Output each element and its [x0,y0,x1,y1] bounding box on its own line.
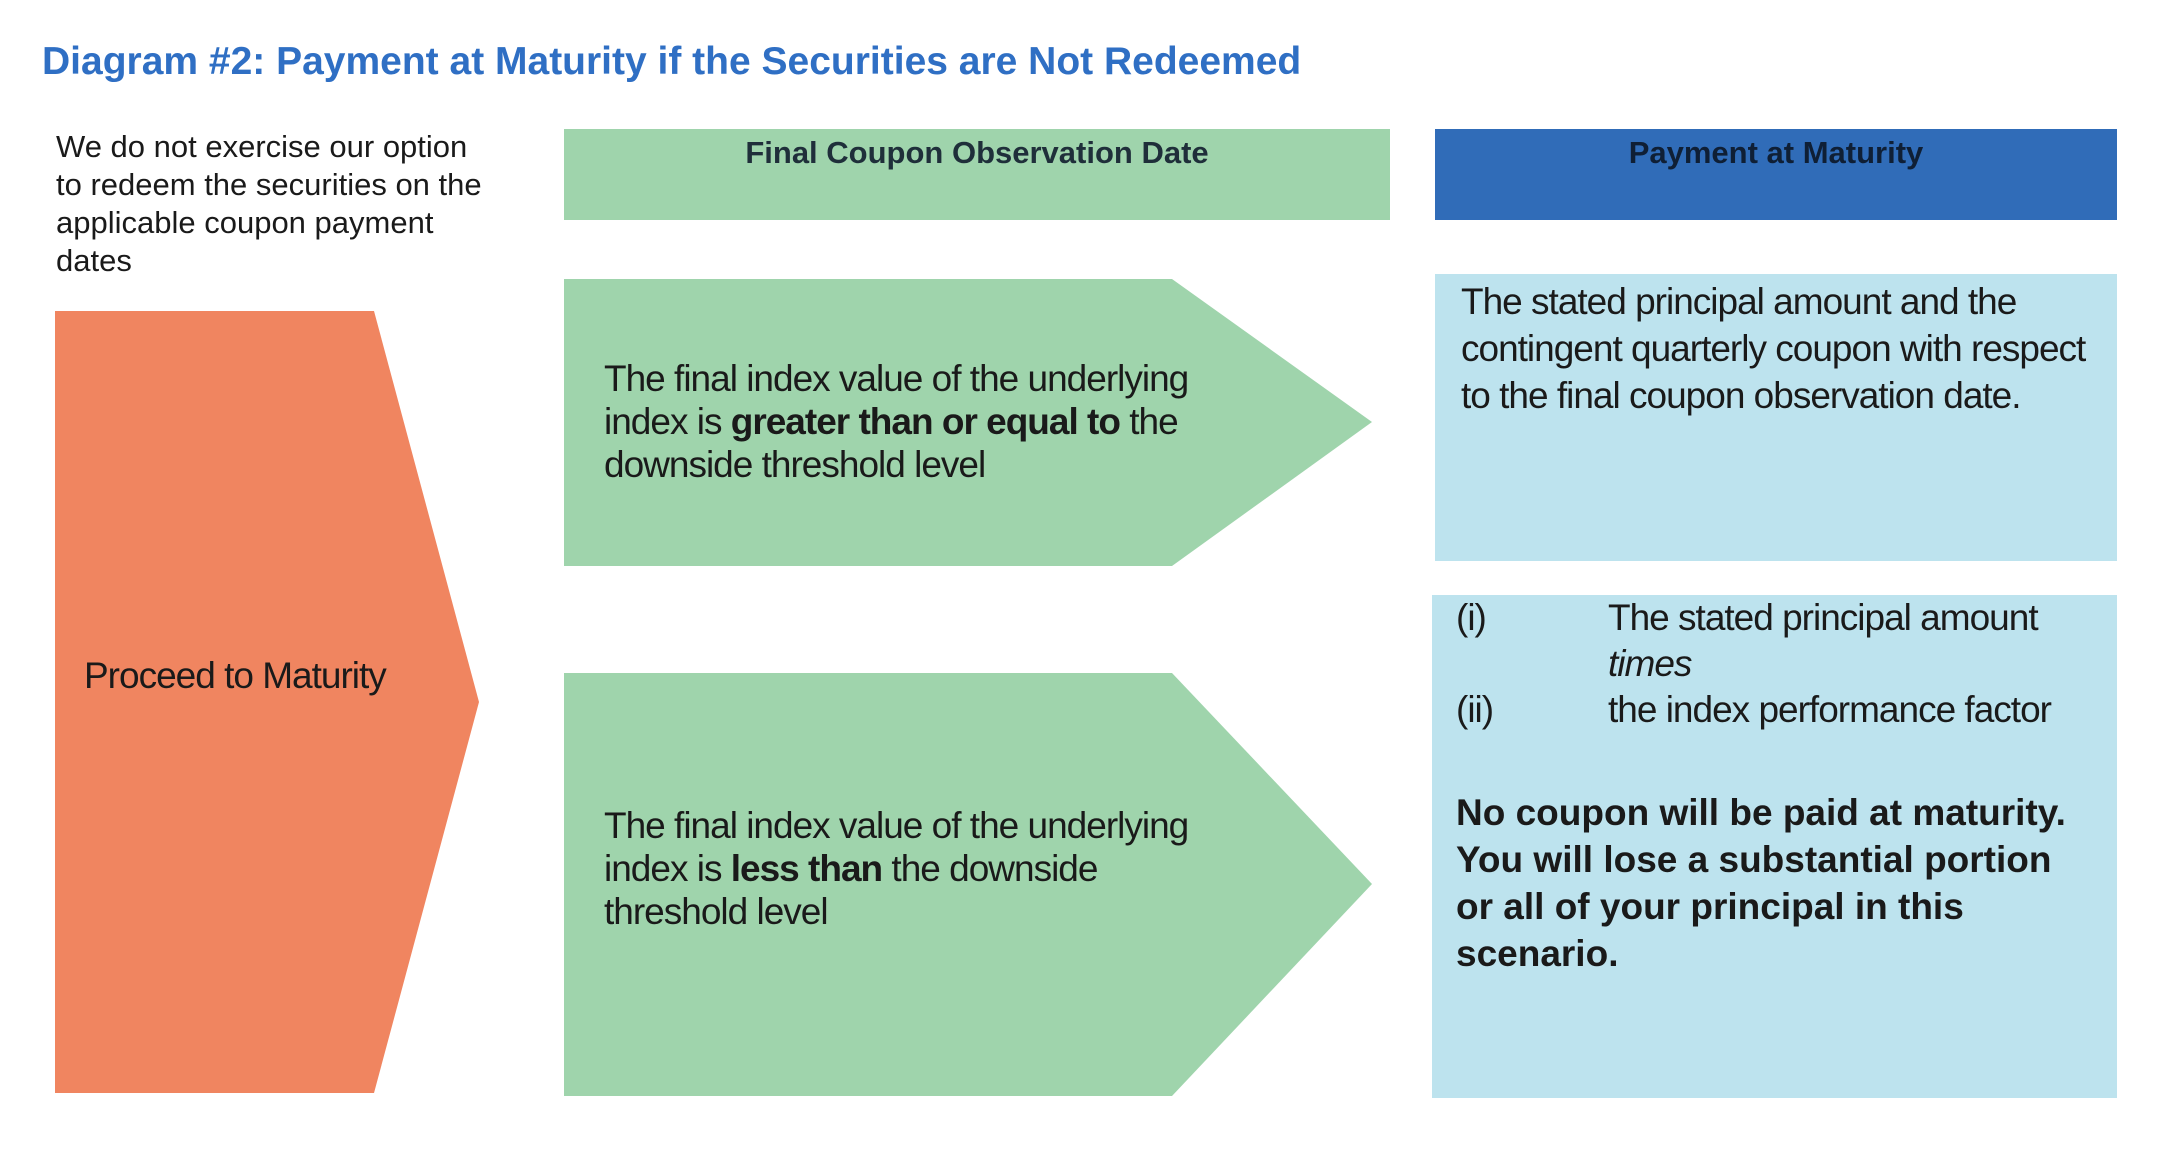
scenario-1-text-post: the downside threshold level [604,401,1179,485]
diagram-title: Diagram #2: Payment at Maturity if the S… [42,40,1302,83]
scenario-2-text-post: the downside threshold level [604,848,1098,932]
scenario-2-arrow [564,673,1372,1096]
item-i-number: (i) [1456,597,1487,638]
scenario-2-condition: The final index value of the underlying … [604,804,1244,933]
payment-item-i: (i) The stated principal amount times [1456,595,2093,687]
scenario-1-condition: The final index value of the underlying … [604,357,1244,486]
item-i-text-italic: times [1608,643,1692,684]
payment-item-ii: (ii) the index performance factor [1456,687,2093,733]
header-final-coupon-observation-date: Final Coupon Observation Date [564,129,1390,220]
scenario-2-text-pre: The final index value of the underlying … [604,805,1189,889]
proceed-to-maturity-label: Proceed to Maturity [84,655,387,696]
scenario-1-text-bold: greater than or equal to [730,401,1121,442]
scenario-2-payment-box: (i) The stated principal amount times (i… [1432,595,2117,1098]
proceed-to-maturity-chevron [55,311,479,1093]
header-payment-at-maturity: Payment at Maturity [1435,129,2117,220]
item-ii-number: (ii) [1456,689,1494,730]
item-i-text-main: The stated principal amount [1608,597,2039,638]
loss-warning: No coupon will be paid at maturity. You … [1456,792,2066,974]
scenario-2-text-bold: less than [730,848,883,889]
scenario-1-arrow [564,279,1372,566]
scenario-1-payment-box: The stated principal amount and the cont… [1435,274,2117,561]
scenario-1-text-pre: The final index value of the underlying … [604,358,1189,442]
intro-text: We do not exercise our option to redeem … [56,129,482,278]
item-i-text: The stated principal amount times [1608,595,2093,687]
item-ii-text: the index performance factor [1608,689,2052,730]
